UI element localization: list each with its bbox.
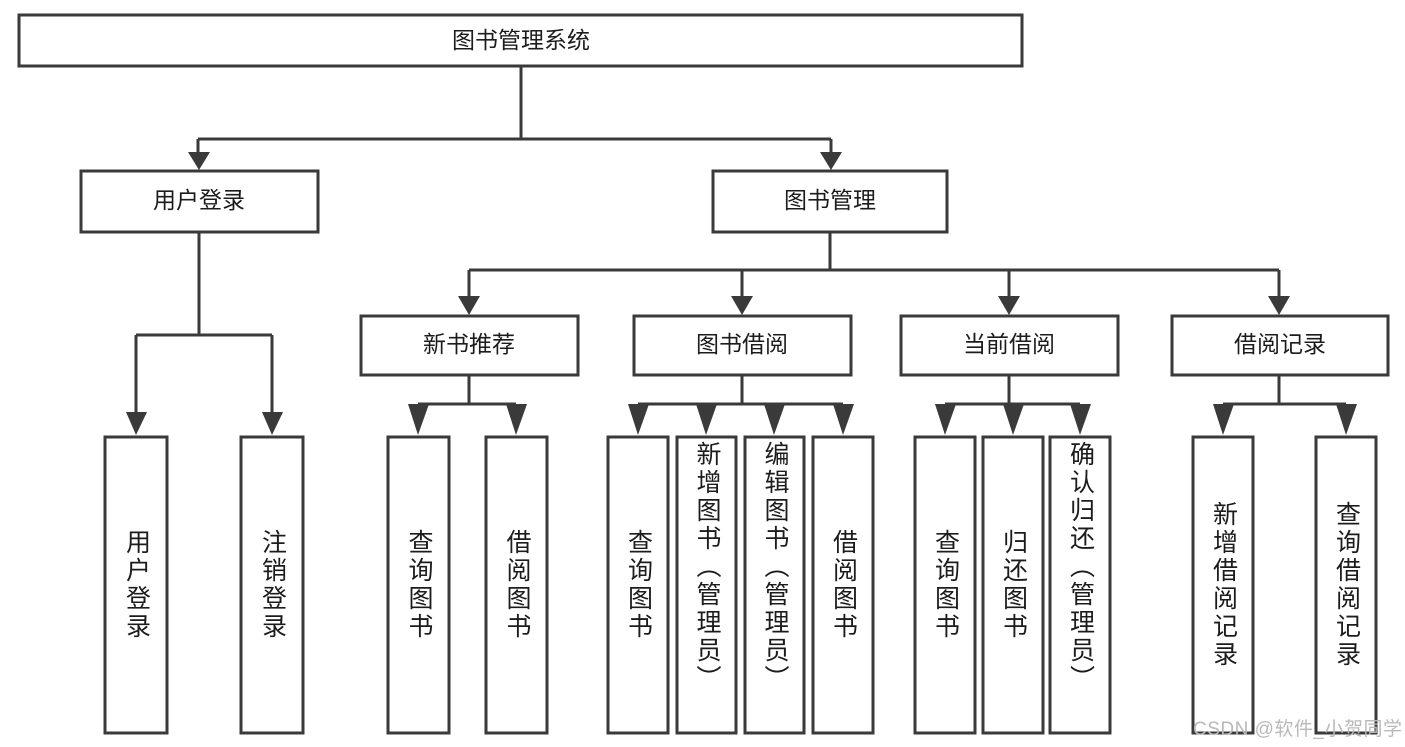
leaf-box-query-record[interactable]	[1314, 435, 1378, 735]
node-user-login[interactable]: 用户登录	[79, 169, 320, 234]
node-new-book-rec[interactable]: 新书推荐	[359, 314, 580, 377]
arrowhead-leaf-query-book-2	[628, 404, 649, 435]
arrowhead-leaf-add-record	[1213, 404, 1234, 435]
leaf-box-add-record[interactable]	[1191, 435, 1255, 735]
node-book-manage-label: 图书管理	[784, 187, 876, 213]
leaf-box-add-book[interactable]	[675, 435, 738, 735]
leaf-box-query-book-3[interactable]	[913, 435, 977, 735]
arrowhead-leaf-borrow-book-1	[506, 404, 527, 435]
node-book-borrow-box[interactable]	[632, 314, 853, 377]
arrowhead-leaf-return-book	[1003, 404, 1024, 435]
leaf-box-confirm-return[interactable]	[1048, 435, 1112, 735]
node-current-borrow-label: 当前借阅	[963, 331, 1055, 357]
arrowhead-leaf-edit-book	[764, 404, 785, 435]
node-root-label: 图书管理系统	[452, 27, 590, 53]
leaf-box-query-book-2[interactable]	[606, 435, 670, 735]
node-book-borrow-label: 图书借阅	[696, 331, 788, 357]
arrowhead-book-manage	[820, 152, 842, 170]
leaf-box-borrow-book-1[interactable]	[484, 435, 549, 735]
node-book-manage-box[interactable]	[711, 169, 949, 234]
node-current-borrow-box[interactable]	[899, 314, 1120, 377]
arrowhead-borrow-record	[1268, 296, 1290, 315]
arrowhead-leaf-add-book	[696, 404, 717, 435]
arrowhead-current-borrow	[998, 296, 1020, 315]
leaf-boxes	[103, 435, 1378, 735]
arrowhead-new-book-rec	[458, 296, 480, 315]
node-root[interactable]: 图书管理系统	[17, 13, 1024, 68]
node-book-borrow[interactable]: 图书借阅	[632, 314, 853, 377]
node-user-login-label: 用户登录	[153, 187, 245, 213]
arrowhead-leaf-query-book-3	[935, 404, 956, 435]
node-borrow-record-box[interactable]	[1170, 314, 1390, 377]
leaf-box-return-book[interactable]	[981, 435, 1045, 735]
leaf-box-logout[interactable]	[239, 435, 305, 735]
leaf-box-borrow-book-2[interactable]	[811, 435, 875, 735]
arrowhead-leaf-logout	[262, 412, 283, 435]
node-borrow-record-label: 借阅记录	[1234, 331, 1326, 357]
arrowheads	[126, 152, 1357, 435]
leaf-box-user-login[interactable]	[103, 435, 169, 735]
arrowhead-leaf-user-login	[126, 412, 147, 435]
node-root-box[interactable]	[17, 13, 1024, 68]
arrowhead-leaf-query-book-1	[408, 404, 429, 435]
node-new-book-rec-label: 新书推荐	[423, 331, 515, 357]
arrowhead-leaf-confirm-return	[1070, 404, 1091, 435]
csdn-watermark: CSDN @软件_小贺同学	[1193, 719, 1403, 740]
node-new-book-rec-box[interactable]	[359, 314, 580, 377]
node-borrow-record[interactable]: 借阅记录	[1170, 314, 1390, 377]
leaf-box-edit-book[interactable]	[743, 435, 806, 735]
node-user-login-box[interactable]	[79, 169, 320, 234]
arrowhead-leaf-borrow-book-2	[833, 404, 854, 435]
leaf-box-query-book-1[interactable]	[386, 435, 451, 735]
arrowhead-book-borrow	[731, 296, 753, 315]
node-book-manage[interactable]: 图书管理	[711, 169, 949, 234]
arrowhead-leaf-query-record	[1336, 404, 1357, 435]
node-current-borrow[interactable]: 当前借阅	[899, 314, 1120, 377]
arrowhead-user-login	[188, 152, 210, 170]
